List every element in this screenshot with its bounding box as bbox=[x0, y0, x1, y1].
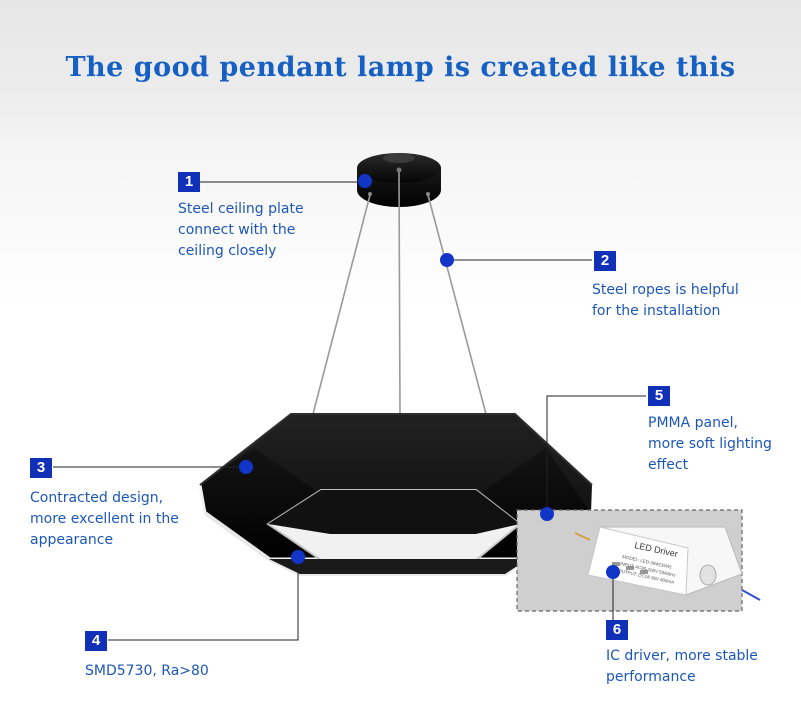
caption-line: Steel ropes is helpful bbox=[592, 282, 739, 298]
callout-number-badge: 1 bbox=[178, 172, 200, 192]
callout-caption: Contracted design, more excellent in the… bbox=[30, 488, 179, 551]
caption-line: IC driver, more stable bbox=[606, 648, 758, 664]
caption-line: effect bbox=[648, 457, 689, 473]
caption-line: Steel ceiling plate bbox=[178, 201, 304, 217]
callout-number-badge: 3 bbox=[30, 458, 52, 478]
caption-line: more soft lighting bbox=[648, 436, 772, 452]
driver-inset: LED Driver MODEL: LED-36W(36W) INPUT: AC… bbox=[516, 509, 761, 612]
marker-dot bbox=[606, 565, 620, 579]
callout-caption: Steel ropes is helpful for the installat… bbox=[592, 280, 739, 322]
caption-line: connect with the bbox=[178, 222, 296, 238]
caption-line: more excellent in the bbox=[30, 511, 179, 527]
caption-line: for the installation bbox=[592, 303, 721, 319]
marker-dot bbox=[291, 550, 305, 564]
marker-dot bbox=[239, 460, 253, 474]
marker-dot bbox=[540, 507, 554, 521]
caption-line: SMD5730, Ra>80 bbox=[85, 663, 209, 679]
caption-line: performance bbox=[606, 669, 696, 685]
hexagon-lamp-body bbox=[198, 413, 593, 576]
callout-number-badge: 6 bbox=[606, 620, 628, 640]
callout-number-badge: 4 bbox=[85, 631, 107, 651]
callout-leader-lines bbox=[53, 181, 646, 641]
callout-number-badge: 5 bbox=[648, 386, 670, 406]
marker-dot bbox=[358, 174, 372, 188]
callout-number-badge: 2 bbox=[594, 251, 616, 271]
caption-line: ceiling closely bbox=[178, 243, 277, 259]
callout-caption: PMMA panel, more soft lighting effect bbox=[648, 413, 772, 476]
caption-line: appearance bbox=[30, 532, 114, 548]
header-band bbox=[0, 0, 801, 140]
steel-ropes bbox=[312, 171, 487, 415]
marker-dot bbox=[440, 253, 454, 267]
callout-caption: Steel ceiling plate connect with the cei… bbox=[178, 199, 304, 262]
page-title: The good pendant lamp is created like th… bbox=[65, 52, 736, 83]
caption-line: Contracted design, bbox=[30, 490, 164, 506]
callout-caption: SMD5730, Ra>80 bbox=[85, 661, 209, 682]
callout-caption: IC driver, more stable performance bbox=[606, 646, 758, 688]
caption-line: PMMA panel, bbox=[648, 415, 738, 431]
